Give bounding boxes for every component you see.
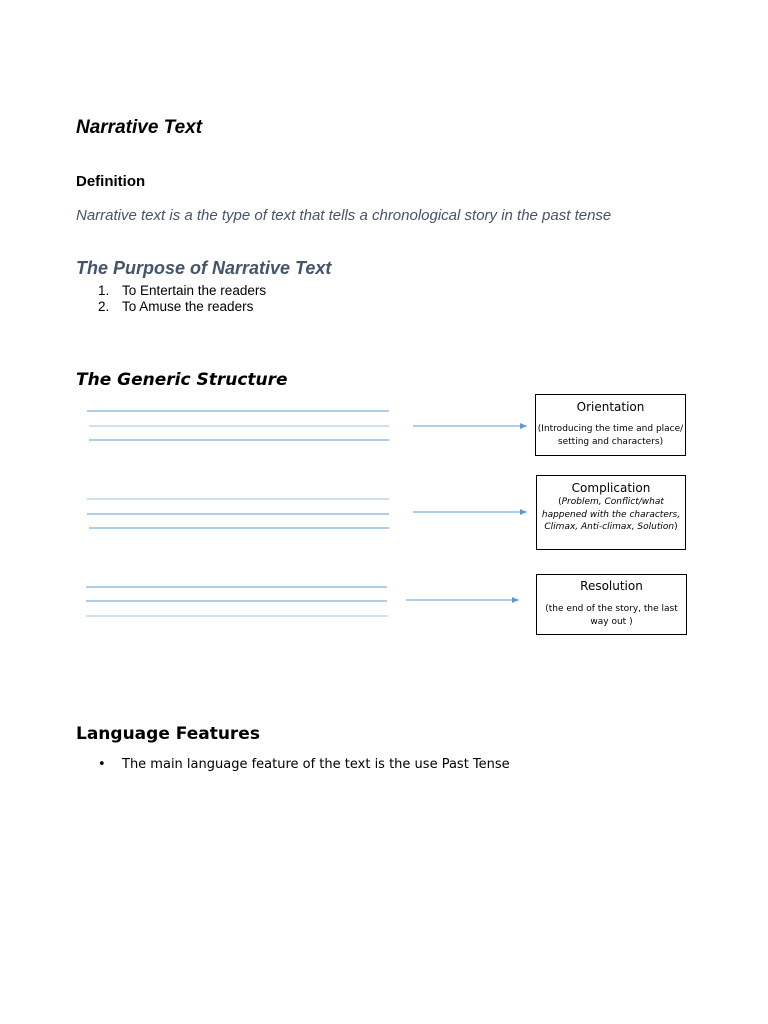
language-features-heading: Language Features [76,724,260,744]
list-item: 2. To Amuse the readers [98,299,266,315]
structure-heading: The Generic Structure [76,370,288,390]
complication-box: Complication (Problem, Conflict/what hap… [536,475,686,550]
list-item-text: To Entertain the readers [122,283,267,298]
list-item-text: To Amuse the readers [122,299,254,314]
box-description: (Problem, Conflict/what happened with th… [537,496,685,534]
box-title: Resolution [580,579,643,593]
purpose-list: 1. To Entertain the readers 2. To Amuse th… [98,283,266,315]
box-title: Complication [571,481,651,495]
orientation-box: Orientation (Introducing the time and pl… [535,394,686,456]
definition-heading: Definition [76,173,146,190]
box-description-italic: Problem, Conflict/what happened with the… [541,497,681,532]
resolution-box: Resolution (the end of the story, the la… [536,574,687,635]
document-title: Narrative Text [76,117,203,138]
bullet-icon: • [98,757,106,772]
purpose-heading: The Purpose of Narrative Text [76,258,332,278]
list-number: 1. [98,283,110,298]
paren-close: ) [674,522,678,532]
definition-text: Narrative text is a the type of text tha… [76,207,612,224]
list-item-text: The main language feature of the text is… [122,757,510,772]
box-description: (the end of the story, the last way out … [545,604,678,627]
list-number: 2. [98,299,110,314]
box-title: Orientation [576,400,645,414]
list-item: • The main language feature of the text i… [98,757,510,772]
list-item: 1. To Entertain the readers [98,283,266,299]
paren-open: ( [558,497,562,507]
box-description: (Introducing the time and place/ setting… [537,424,684,447]
